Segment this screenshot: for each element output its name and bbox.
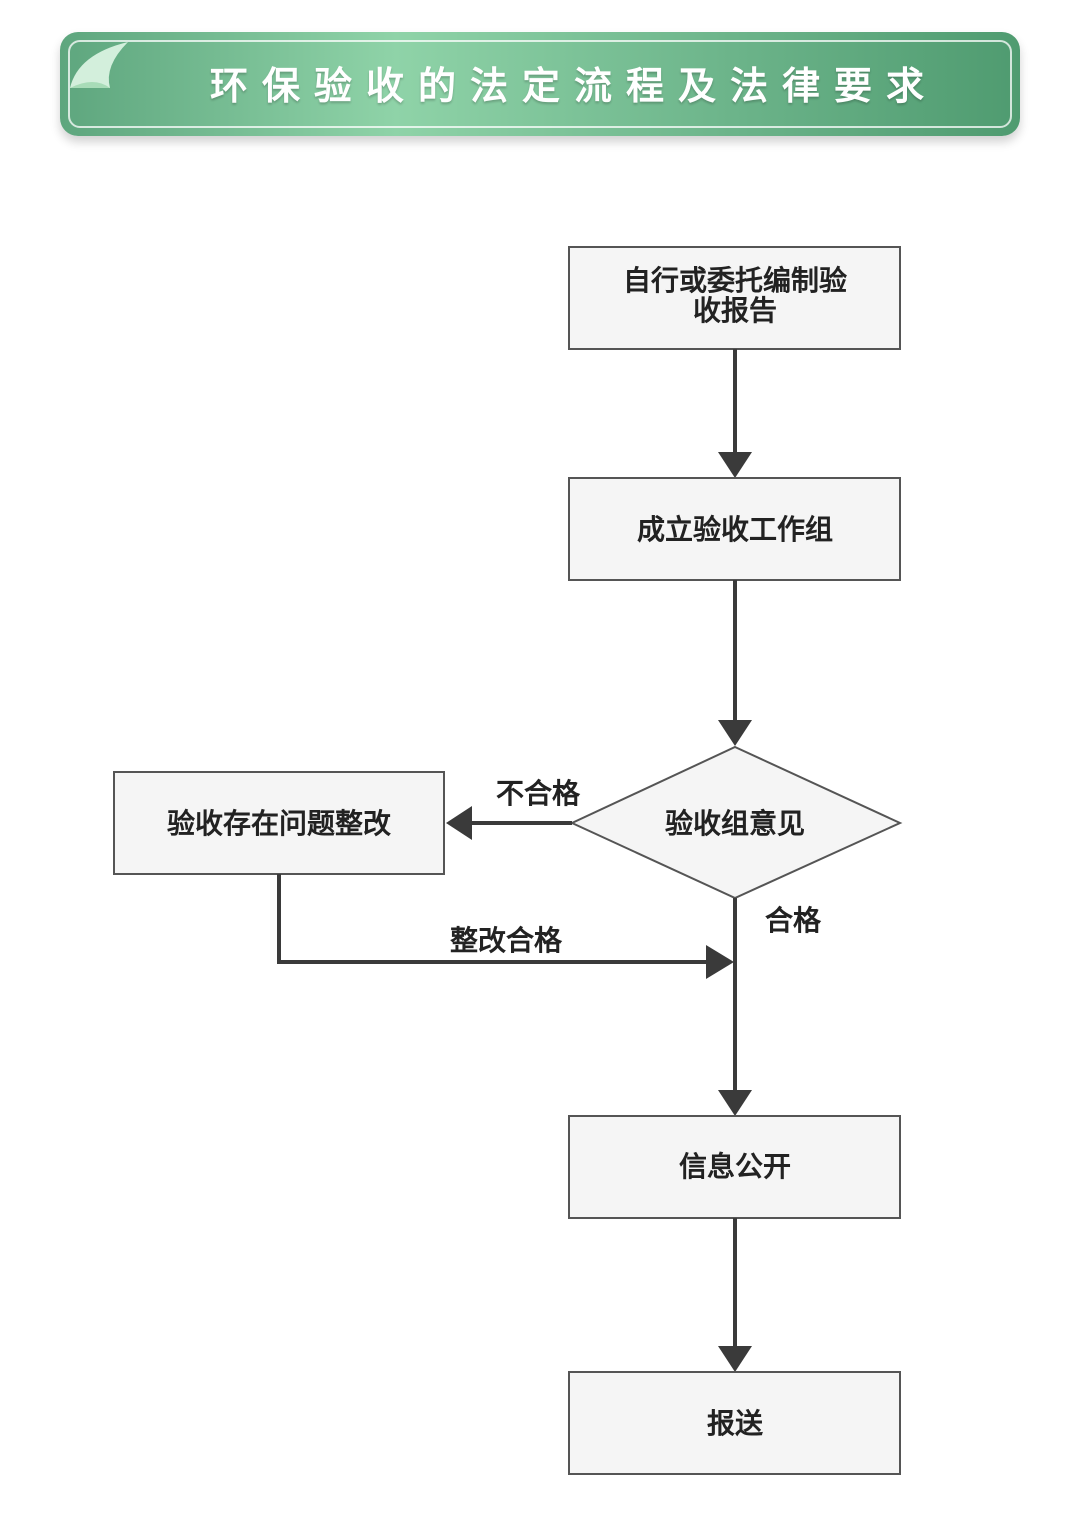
node-submit-label: 报送 (707, 1407, 763, 1440)
edge-rectified-label: 整改合格 (450, 924, 563, 957)
title-banner: 环保验收的法定流程及法律要求 (60, 32, 1020, 136)
node-submit: 报送 (568, 1371, 901, 1475)
node-group-opinion: 验收组意见 (569, 745, 903, 900)
edge-pass-label: 合格 (765, 904, 822, 937)
node-compile-report: 自行或委托编制验 收报告 (568, 246, 901, 350)
page-curl-icon (70, 42, 128, 88)
node-form-group: 成立验收工作组 (568, 477, 901, 581)
node-rectify-label: 验收存在问题整改 (167, 807, 391, 840)
edge-fail-label: 不合格 (496, 777, 581, 810)
node-disclosure: 信息公开 (568, 1115, 901, 1219)
node-form-group-label: 成立验收工作组 (637, 513, 833, 546)
node-group-opinion-label: 验收组意见 (665, 807, 805, 840)
banner-border (68, 40, 1012, 128)
arrow-pass: 合格 (718, 898, 822, 1116)
node-disclosure-label: 信息公开 (679, 1150, 791, 1183)
arrow-rectified: 整改合格 (277, 874, 734, 979)
node-compile-report-line2: 收报告 (693, 294, 777, 327)
node-compile-report-line1: 自行或委托编制验 (623, 264, 847, 297)
page-title: 环保验收的法定流程及法律要求 (210, 64, 939, 108)
arrow-report-to-group (718, 349, 752, 478)
node-rectify: 验收存在问题整改 (113, 771, 445, 875)
arrow-fail: 不合格 (446, 777, 581, 840)
arrow-group-to-opinion (718, 580, 752, 746)
arrow-disclosure-to-submit (718, 1218, 752, 1372)
